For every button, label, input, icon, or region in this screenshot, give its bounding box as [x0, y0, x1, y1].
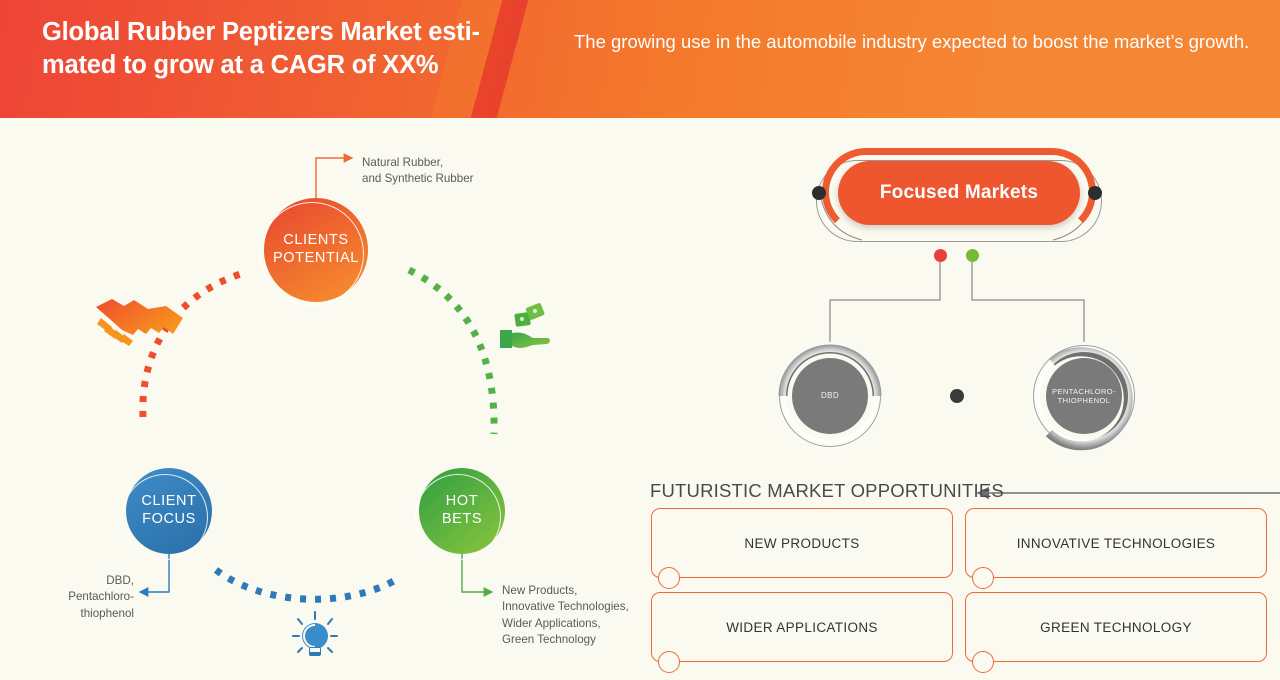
- focused-markets-left-dot: [812, 186, 826, 200]
- opportunity-label: NEW PRODUCTS: [744, 535, 860, 551]
- opportunities-title: FUTURISTIC MARKET OPPORTUNITIES: [650, 480, 1004, 501]
- opportunity-card-innovative-technologies[interactable]: INNOVATIVE TECHNOLOGIES: [965, 508, 1267, 578]
- connector-node-red: [934, 249, 947, 262]
- node-dbd-core: DBD: [792, 358, 868, 434]
- node-dbd-outline: [779, 345, 881, 447]
- node-pentachlorothiophenol[interactable]: PENTACHLORO- THIOPHENOL: [1032, 344, 1136, 448]
- opportunity-card-wider-applications[interactable]: WIDER APPLICATIONS: [651, 592, 953, 662]
- lightbulb-glyph: [302, 623, 328, 656]
- callout-line-client-focus: [138, 553, 170, 597]
- opportunity-card-new-products[interactable]: NEW PRODUCTS: [651, 508, 953, 578]
- bubble-hot-bets[interactable]: HOT BETS: [419, 468, 505, 554]
- header-subtitle: The growing use in the automobile indust…: [574, 31, 1250, 52]
- bubble-label: CLIENTS POTENTIAL: [273, 232, 359, 266]
- focused-markets-thin-outline: [816, 160, 1102, 242]
- center-dot: [950, 389, 964, 403]
- bubble-label: CLIENT FOCUS: [141, 493, 197, 527]
- connector-node-green: [966, 249, 979, 262]
- note-hot-bets: New Products, Innovative Technologies, W…: [502, 584, 629, 647]
- header-banner: Global Rubber Peptizers Market esti-mate…: [0, 0, 1280, 118]
- focused-markets-label: Focused Markets: [879, 182, 1039, 203]
- bubble-clients-potential[interactable]: CLIENTS POTENTIAL: [264, 198, 368, 302]
- dotted-arc-green: [407, 266, 498, 435]
- opportunity-card-green-technology[interactable]: GREEN TECHNOLOGY: [965, 592, 1267, 662]
- node-pcp-label: PENTACHLORO- THIOPHENOL: [1052, 386, 1116, 405]
- focused-markets-pill[interactable]: Focused Markets: [838, 161, 1080, 225]
- node-dbd-label: DBD: [820, 391, 840, 400]
- node-dbd[interactable]: DBD: [778, 344, 882, 448]
- page-title: Global Rubber Peptizers Market esti-mate…: [42, 18, 480, 79]
- handshake-icon: [96, 299, 183, 346]
- opportunity-label: INNOVATIVE TECHNOLOGIES: [1016, 535, 1216, 551]
- note-clients-potential: Natural Rubber, and Synthetic Rubber: [362, 156, 474, 186]
- money-in-hand-icon: [500, 303, 550, 348]
- focused-markets-right-dot: [1088, 186, 1102, 200]
- bubble-client-focus[interactable]: CLIENT FOCUS: [126, 468, 212, 554]
- callout-line-clients-potential: [315, 153, 354, 203]
- opportunity-knot-green-technology: [972, 651, 994, 673]
- callout-line-hot-bets: [461, 553, 494, 597]
- opportunity-label: WIDER APPLICATIONS: [726, 619, 878, 635]
- lightbulb-icon: [292, 611, 338, 653]
- opportunity-knot-wider-applications: [658, 651, 680, 673]
- dotted-arc-blue: [213, 567, 401, 603]
- opportunity-label: GREEN TECHNOLOGY: [1040, 619, 1192, 635]
- bubble-label: HOT BETS: [441, 493, 483, 527]
- focused-markets-connectors: [829, 262, 1085, 342]
- opportunity-knot-innovative-technologies: [972, 567, 994, 589]
- node-pcp-outline: [1033, 345, 1135, 447]
- note-client-focus: DBD, Pentachloro- thiophenol: [68, 574, 134, 620]
- opportunity-knot-new-products: [658, 567, 680, 589]
- node-pcp-core: PENTACHLORO- THIOPHENOL: [1046, 358, 1122, 434]
- dotted-arc-orange: [139, 268, 248, 418]
